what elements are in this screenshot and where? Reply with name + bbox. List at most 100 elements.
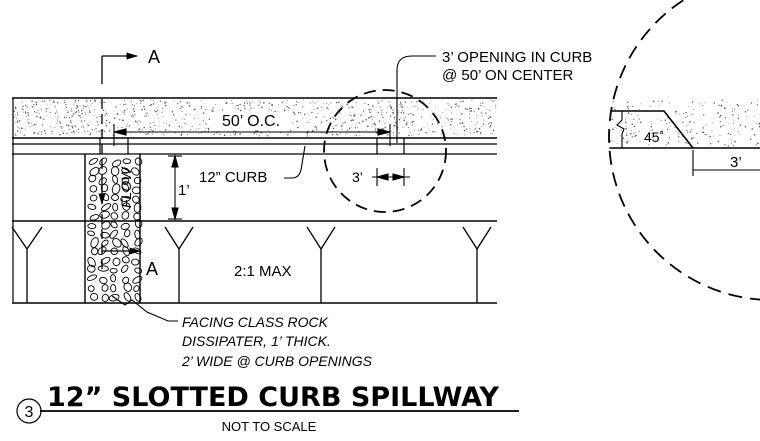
stipple-dot: [16, 120, 19, 123]
stipple-dot: [756, 143, 758, 145]
stipple-dot: [130, 101, 133, 103]
stipple-dot: [123, 103, 125, 106]
stipple-dot: [46, 104, 48, 106]
stipple-dot: [691, 101, 694, 103]
stipple-dot: [463, 129, 466, 132]
stipple-dot: [158, 118, 159, 119]
stipple-dot: [627, 106, 629, 107]
stipple-dot: [620, 135, 622, 137]
stipple-dot: [365, 118, 367, 121]
stipple-dot: [137, 121, 139, 123]
stipple-dot: [200, 105, 203, 108]
stipple-dot: [631, 130, 632, 132]
stipple-dot: [95, 131, 97, 133]
stipple-dot: [350, 106, 352, 108]
stipple-dot: [29, 119, 31, 121]
stipple-dot: [320, 106, 322, 108]
rock: [109, 267, 118, 274]
stipple-dot: [381, 100, 383, 102]
stipple-dot: [59, 125, 61, 127]
stipple-dot: [32, 106, 34, 108]
stipple-dot: [346, 104, 348, 106]
stipple-dot: [687, 115, 689, 117]
rock: [112, 238, 122, 248]
stipple-dot: [49, 99, 51, 101]
stipple-dot: [70, 122, 72, 124]
stipple-dot: [403, 119, 405, 121]
stipple-dot: [254, 107, 255, 109]
stipple-dot: [418, 133, 420, 135]
stipple-dot: [686, 129, 688, 132]
section-label-top: A: [148, 47, 160, 67]
stipple-dot: [698, 103, 700, 105]
stipple-dot: [152, 103, 155, 105]
stipple-dot: [326, 102, 328, 104]
stipple-dot: [488, 115, 490, 117]
rock: [90, 292, 99, 301]
stipple-dot: [50, 126, 52, 128]
stipple-dot: [68, 116, 71, 119]
stipple-dot: [425, 131, 427, 133]
stipple-dot: [736, 104, 739, 106]
stipple-dot: [243, 102, 246, 104]
rock: [121, 167, 130, 174]
stipple-dot: [429, 102, 431, 104]
stipple-dot: [404, 116, 407, 118]
stipple-dot: [397, 111, 399, 113]
slope-symbol: [306, 226, 336, 303]
stipple-dot: [57, 118, 59, 120]
stipple-dot: [72, 130, 75, 133]
stipple-dot: [728, 123, 730, 125]
stipple-dot: [177, 103, 179, 105]
stipple-dot: [208, 118, 211, 121]
stipple-dot: [85, 99, 87, 101]
stipple-dot: [43, 100, 46, 102]
detail-subtitle: NOT TO SCALE: [222, 419, 317, 434]
curb-opening-right: [376, 138, 405, 154]
detail-number: 3: [25, 404, 34, 421]
stipple-dot: [385, 112, 388, 114]
stipple-dot: [455, 104, 457, 106]
stipple-dot: [439, 116, 441, 118]
stipple-dot: [445, 109, 447, 110]
stipple-dot: [80, 126, 82, 128]
stipple-dot: [625, 134, 628, 136]
stipple-dot: [156, 107, 157, 108]
stipple-dot: [411, 124, 413, 126]
stipple-dot: [161, 111, 163, 113]
rock: [110, 212, 119, 220]
stipple-dot: [606, 109, 607, 110]
stipple-dot: [46, 114, 48, 116]
stipple-dot: [465, 128, 468, 130]
stipple-dot: [71, 125, 73, 127]
stipple-dot: [164, 129, 167, 131]
stipple-dot: [153, 121, 155, 123]
stipple-dot: [297, 102, 299, 103]
stipple-dot: [231, 100, 233, 102]
stipple-dot: [46, 108, 48, 110]
stipple-dot: [67, 110, 68, 112]
stipple-dot: [351, 106, 354, 109]
stipple-dot: [387, 134, 389, 136]
stipple-dot: [307, 113, 309, 115]
rock: [88, 174, 97, 183]
stipple-dot: [734, 108, 736, 111]
stipple-dot: [411, 121, 413, 124]
flow-label: FLOW: [118, 166, 134, 208]
stipple-dot: [626, 142, 628, 144]
stipple-dot: [400, 117, 402, 119]
stipple-dot: [250, 107, 252, 109]
stipple-dot: [488, 117, 490, 120]
stipple-dot: [193, 108, 196, 111]
stipple-dot: [475, 123, 477, 125]
stipple-dot: [96, 117, 98, 119]
stipple-dot: [57, 120, 59, 122]
stipple-dot: [138, 124, 139, 126]
stipple-dot: [349, 114, 351, 116]
rock: [122, 246, 130, 257]
stipple-dot: [146, 112, 148, 114]
stipple-dot: [423, 127, 425, 128]
stipple-dot: [31, 100, 33, 103]
stipple-dot: [677, 132, 680, 134]
stipple-dot: [406, 121, 408, 124]
